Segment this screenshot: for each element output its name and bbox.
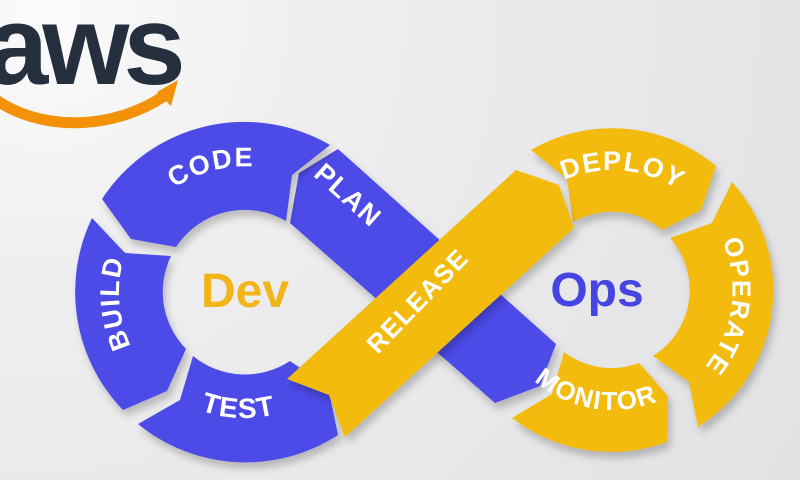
aws-swoosh-arrowhead-icon [157,80,178,106]
segment-code [102,121,330,247]
aws-logo-text: aws [0,0,181,108]
aws-logo: aws [0,0,187,129]
ops-center-label: Ops [550,264,643,317]
dev-center-label: Dev [201,265,289,318]
segment-release-band [287,170,574,437]
segment-build [75,218,186,410]
segment-monitor [512,352,668,452]
segment-test [138,356,338,463]
aws-smile-swoosh-icon [0,90,170,129]
segment-operate [653,182,774,427]
segment-deploy [531,128,716,230]
